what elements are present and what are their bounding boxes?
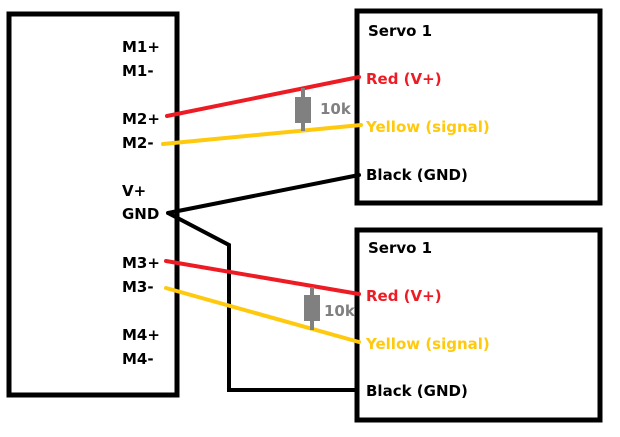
resistor-body-bottom bbox=[304, 295, 320, 321]
pin-label-m1p: M1+ bbox=[122, 38, 160, 56]
pin-label-m2p: M2+ bbox=[122, 110, 160, 128]
wire-red-m2-top bbox=[165, 75, 361, 118]
pin-label-m4p: M4+ bbox=[122, 326, 160, 344]
resistor-body-top bbox=[295, 97, 311, 123]
wire-black-gnd-top bbox=[166, 173, 361, 215]
pin-label-m4n: M4- bbox=[122, 350, 154, 368]
servo-title-bottom: Servo 1 bbox=[368, 239, 432, 257]
wire-yellow-m3-bottom bbox=[164, 286, 361, 344]
servo-yellow-label-top: Yellow (signal) bbox=[365, 118, 490, 136]
wire-black-gnd-bottom bbox=[167, 211, 359, 392]
pin-label-m1n: M1- bbox=[122, 62, 154, 80]
servo-red-label-bottom: Red (V+) bbox=[366, 287, 442, 305]
pin-label-gnd: GND bbox=[122, 205, 159, 223]
servo-red-label-top: Red (V+) bbox=[366, 70, 442, 88]
servo-yellow-label-bottom: Yellow (signal) bbox=[365, 335, 490, 353]
servo-title-top: Servo 1 bbox=[368, 22, 432, 40]
controller-board bbox=[6, 11, 180, 398]
resistor-label-bottom: 10k bbox=[324, 302, 356, 320]
servo-box-bottom bbox=[354, 227, 603, 423]
pin-label-m3n: M3- bbox=[122, 278, 154, 296]
servo-box-top bbox=[354, 8, 603, 206]
wire-red-m3-bottom bbox=[164, 259, 361, 296]
servo-black-label-bottom: Black (GND) bbox=[366, 382, 468, 400]
resistor-label-top: 10k bbox=[320, 100, 352, 118]
pin-label-m3p: M3+ bbox=[122, 254, 160, 272]
pin-label-m2n: M2- bbox=[122, 134, 154, 152]
wire-yellow-m2-top bbox=[161, 123, 363, 146]
servo-black-label-top: Black (GND) bbox=[366, 166, 468, 184]
pin-label-vp: V+ bbox=[122, 182, 146, 200]
